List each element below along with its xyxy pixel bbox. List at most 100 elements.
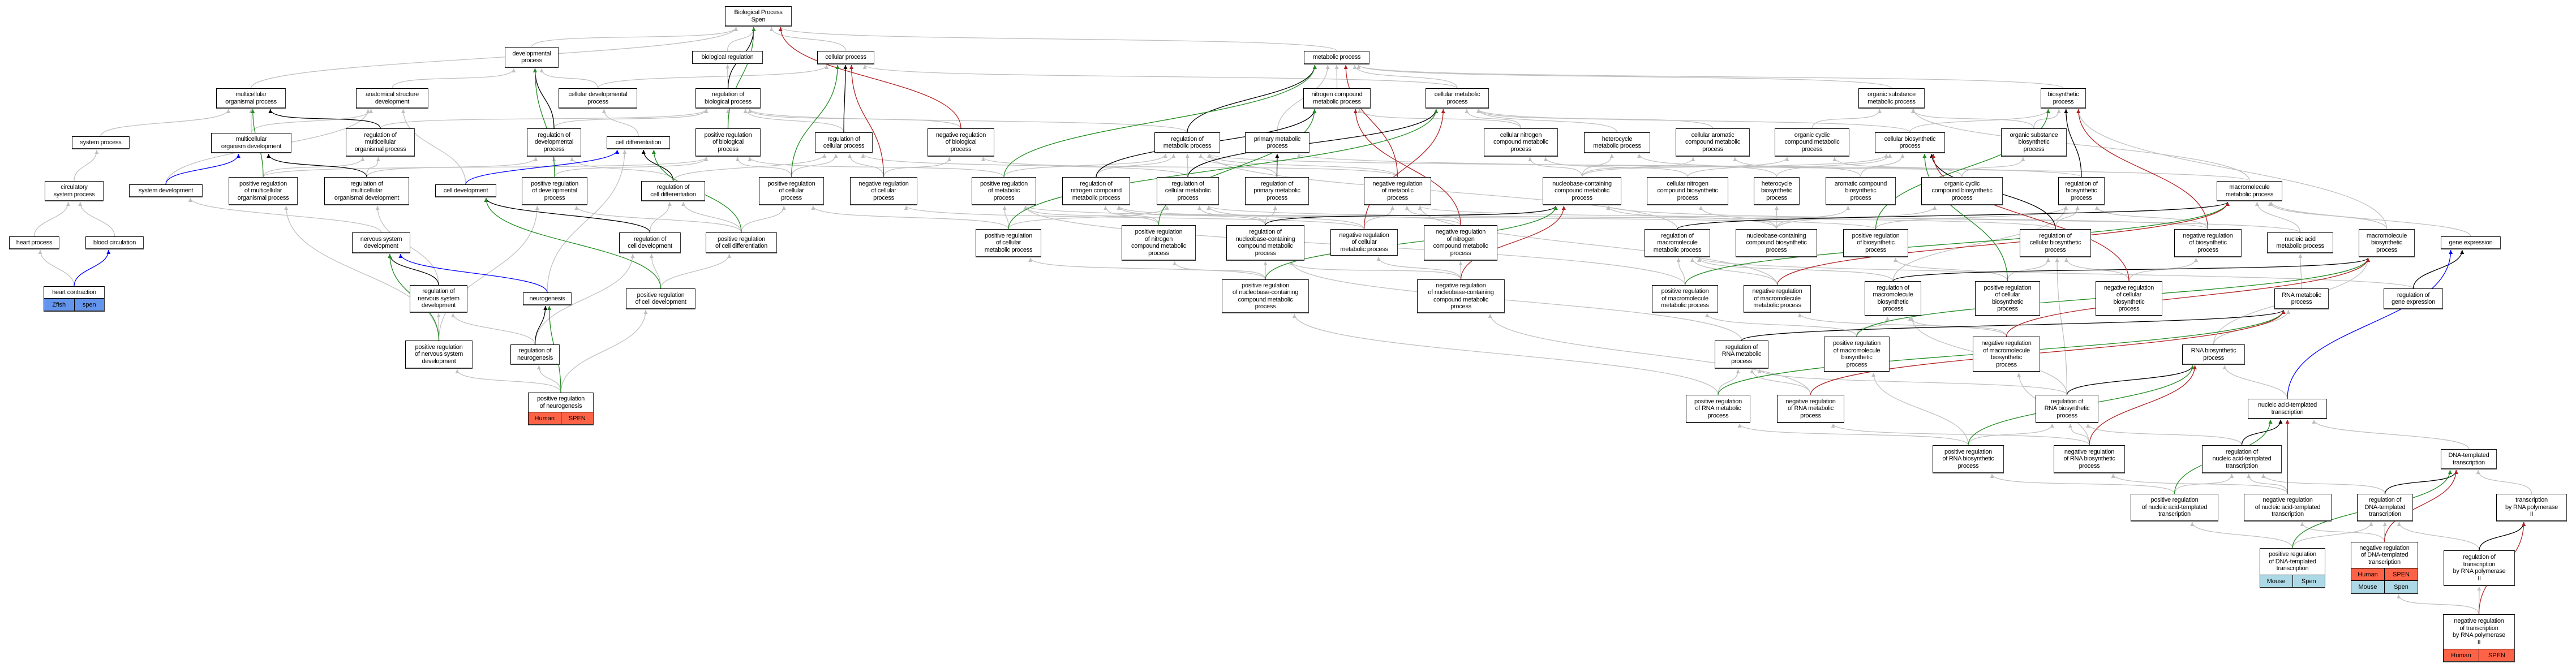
go-term-cncbp[interactable]: cellular nitrogen compound biosynthetic …: [1647, 177, 1728, 205]
annotation-organism[interactable]: Mouse: [2358, 583, 2377, 591]
go-term-rcp[interactable]: regulation of cellular process: [815, 132, 873, 153]
go-term-dtt[interactable]: DNA-templated transcription: [2441, 449, 2497, 469]
go-term-osbp[interactable]: organic substance biosynthetic process: [2001, 128, 2067, 157]
go-term-mbp[interactable]: macromolecule biosynthetic process: [2359, 229, 2415, 257]
annotation-gene[interactable]: spen: [74, 299, 105, 311]
go-term-tp2[interactable]: transcription by RNA polymerase II: [2496, 494, 2567, 522]
go-term-prnbc[interactable]: positive regulation of nucleobase-contai…: [1222, 279, 1309, 313]
go-term-rdp[interactable]: regulation of developmental process: [527, 128, 581, 157]
go-term-rtp2[interactable]: regulation of transcription by RNA polym…: [2444, 550, 2515, 586]
go-term-cp[interactable]: cellular process: [817, 51, 874, 64]
go-term-nrcp[interactable]: negative regulation of cellular process: [850, 177, 917, 205]
go-term-namp[interactable]: nucleic acid metabolic process: [2267, 232, 2333, 253]
go-term-rmmp[interactable]: regulation of macromolecule metabolic pr…: [1645, 229, 1710, 257]
go-term-rdtt[interactable]: regulation of DNA-templated transcriptio…: [2357, 494, 2413, 522]
go-term-prbp[interactable]: positive regulation of biological proces…: [695, 128, 761, 157]
go-term-rcdev[interactable]: regulation of cell development: [619, 232, 681, 253]
go-term-bp[interactable]: Biological Process Spen: [725, 6, 792, 27]
go-term-mod[interactable]: multicellular organism development: [211, 133, 291, 153]
go-term-rcd[interactable]: regulation of cell differentiation: [641, 181, 705, 201]
go-term-rnabp[interactable]: RNA biosynthetic process: [2182, 344, 2245, 365]
annotation-organism[interactable]: Human: [2451, 652, 2471, 659]
go-term-rnsd[interactable]: regulation of nervous system development: [410, 285, 467, 313]
go-term-neuro[interactable]: neurogenesis: [523, 292, 572, 305]
go-term-nrcmp[interactable]: negative regulation of cellular metaboli…: [1330, 229, 1398, 256]
go-term-prmp[interactable]: positive regulation of metabolic process: [972, 177, 1036, 205]
go-term-occmp[interactable]: organic cyclic compound metabolic proces…: [1775, 128, 1849, 157]
annotation-gene[interactable]: SPEN: [2479, 649, 2514, 661]
go-term-prcbp[interactable]: positive regulation of cellular biosynth…: [1975, 281, 2040, 316]
annotation-gene[interactable]: Spen: [2384, 581, 2418, 593]
go-term-prmbp[interactable]: positive regulation of macromolecule bio…: [1824, 337, 1890, 372]
go-term-asd[interactable]: anatomical structure development: [356, 88, 428, 109]
go-term-nbc[interactable]: nucleobase-containing compound metabolic…: [1543, 177, 1621, 205]
go-term-nrbp[interactable]: negative regulation of biological proces…: [928, 128, 994, 157]
go-term-rneuro[interactable]: regulation of neurogenesis: [510, 344, 560, 365]
go-term-prmop[interactable]: positive regulation of multicellular org…: [229, 177, 298, 205]
go-term-rnamp[interactable]: RNA metabolic process: [2274, 288, 2329, 309]
go-term-cmp[interactable]: cellular metabolic process: [1426, 88, 1489, 109]
annotation-gene[interactable]: Spen: [2292, 575, 2325, 587]
go-term-nrdtt[interactable]: negative regulation of DNA-templated tra…: [2351, 542, 2418, 594]
go-term-prnsd[interactable]: positive regulation of nervous system de…: [405, 341, 473, 369]
go-term-nrrnabp[interactable]: negative regulation of RNA biosynthetic …: [2054, 445, 2125, 473]
annotation-organism[interactable]: Human: [534, 415, 555, 422]
go-term-rcmp[interactable]: regulation of cellular metabolic process: [1157, 177, 1219, 205]
go-term-rnatt[interactable]: regulation of nucleic acid-templated tra…: [2202, 445, 2282, 473]
go-term-cdp[interactable]: cellular developmental process: [559, 88, 637, 109]
annotation-gene[interactable]: SPEN: [2384, 568, 2418, 580]
go-term-cbp[interactable]: cellular biosynthetic process: [1875, 132, 1945, 153]
go-term-rmod[interactable]: regulation of multicellular organismal d…: [324, 177, 409, 205]
go-term-rrnabp[interactable]: regulation of RNA biosynthetic process: [2036, 395, 2098, 423]
go-term-prcd[interactable]: positive regulation of cell differentiat…: [706, 232, 777, 253]
go-term-rmp[interactable]: regulation of metabolic process: [1154, 132, 1220, 153]
go-term-cdiff[interactable]: cell differentiation: [607, 136, 670, 149]
go-term-pmp[interactable]: primary metabolic process: [1245, 132, 1310, 153]
go-term-acbp[interactable]: aromatic compound biosynthetic process: [1826, 177, 1896, 205]
go-term-celldev[interactable]: cell development: [435, 184, 496, 197]
go-term-osmp[interactable]: organic substance metabolic process: [1858, 88, 1925, 109]
go-term-rcbp[interactable]: regulation of cellular biosynthetic proc…: [2020, 229, 2091, 257]
go-term-mp[interactable]: metabolic process: [1304, 51, 1369, 64]
go-term-nrmmp[interactable]: negative regulation of macromolecule met…: [1744, 285, 1811, 313]
annotation-organism[interactable]: Mouse: [2266, 578, 2286, 585]
go-term-rnbc[interactable]: regulation of nucleobase-containing comp…: [1226, 225, 1304, 261]
go-term-nrcbp[interactable]: negative regulation of cellular biosynth…: [2096, 281, 2162, 316]
go-term-rpmp[interactable]: regulation of primary metabolic process: [1245, 177, 1309, 205]
go-term-circ[interactable]: circulatory system process: [45, 181, 104, 201]
go-term-prdp[interactable]: positive regulation of developmental pro…: [522, 177, 587, 205]
go-term-camp[interactable]: cellular aromatic compound metabolic pro…: [1676, 128, 1750, 157]
go-term-heartp[interactable]: heart process: [9, 236, 59, 249]
go-term-hmp[interactable]: heterocycle metabolic process: [1584, 132, 1650, 153]
go-term-nrbsp[interactable]: negative regulation of biosynthetic proc…: [2174, 229, 2242, 257]
annotation-organism[interactable]: Human: [2358, 571, 2378, 578]
go-term-prmmp[interactable]: positive regulation of macromolecule met…: [1652, 285, 1718, 313]
go-term-prdtt[interactable]: positive regulation of DNA-templated tra…: [2260, 548, 2325, 588]
go-term-bsp[interactable]: biosynthetic process: [2041, 88, 2086, 109]
go-term-prcp[interactable]: positive regulation of cellular process: [759, 177, 824, 205]
go-term-nrmbp[interactable]: negative regulation of macromolecule bio…: [1973, 337, 2040, 372]
go-term-nrncmp[interactable]: negative regulation of nitrogen compound…: [1424, 225, 1497, 261]
annotation-organism[interactable]: Zfish: [52, 301, 66, 308]
go-term-sysdev[interactable]: system development: [129, 184, 203, 197]
go-term-prnatt[interactable]: positive regulation of nucleic acid-temp…: [2131, 494, 2218, 522]
go-term-ncmp[interactable]: nitrogen compound metabolic process: [1303, 88, 1371, 109]
go-term-mop[interactable]: multicellular organismal process: [216, 88, 286, 109]
go-term-rrnamp[interactable]: regulation of RNA metabolic process: [1715, 341, 1768, 369]
go-term-occbp[interactable]: organic cyclic compound biosynthetic pro…: [1921, 177, 2003, 205]
go-term-nrnbc[interactable]: negative regulation of nucleobase-contai…: [1417, 279, 1505, 313]
go-term-prcmp[interactable]: positive regulation of cellular metaboli…: [976, 229, 1041, 257]
go-term-rge[interactable]: regulation of gene expression: [2384, 288, 2443, 309]
go-term-sysp[interactable]: system process: [72, 136, 130, 149]
go-term-prbsp[interactable]: positive regulation of biosynthetic proc…: [1843, 229, 1908, 257]
go-term-nsd[interactable]: nervous system development: [352, 232, 410, 253]
go-term-bloodc[interactable]: blood circulation: [85, 236, 144, 249]
go-term-hbp[interactable]: heterocycle biosynthetic process: [1754, 177, 1800, 205]
go-term-natt[interactable]: nucleic acid-templated transcription: [2248, 399, 2327, 419]
go-term-rbp[interactable]: regulation of biological process: [695, 88, 761, 109]
go-term-rncmp[interactable]: regulation of nitrogen compound metaboli…: [1062, 177, 1130, 205]
go-term-nrtp2[interactable]: negative regulation of transcription by …: [2443, 614, 2515, 662]
go-term-nbcbp[interactable]: nucleobase-containing compound biosynthe…: [1736, 229, 1817, 257]
